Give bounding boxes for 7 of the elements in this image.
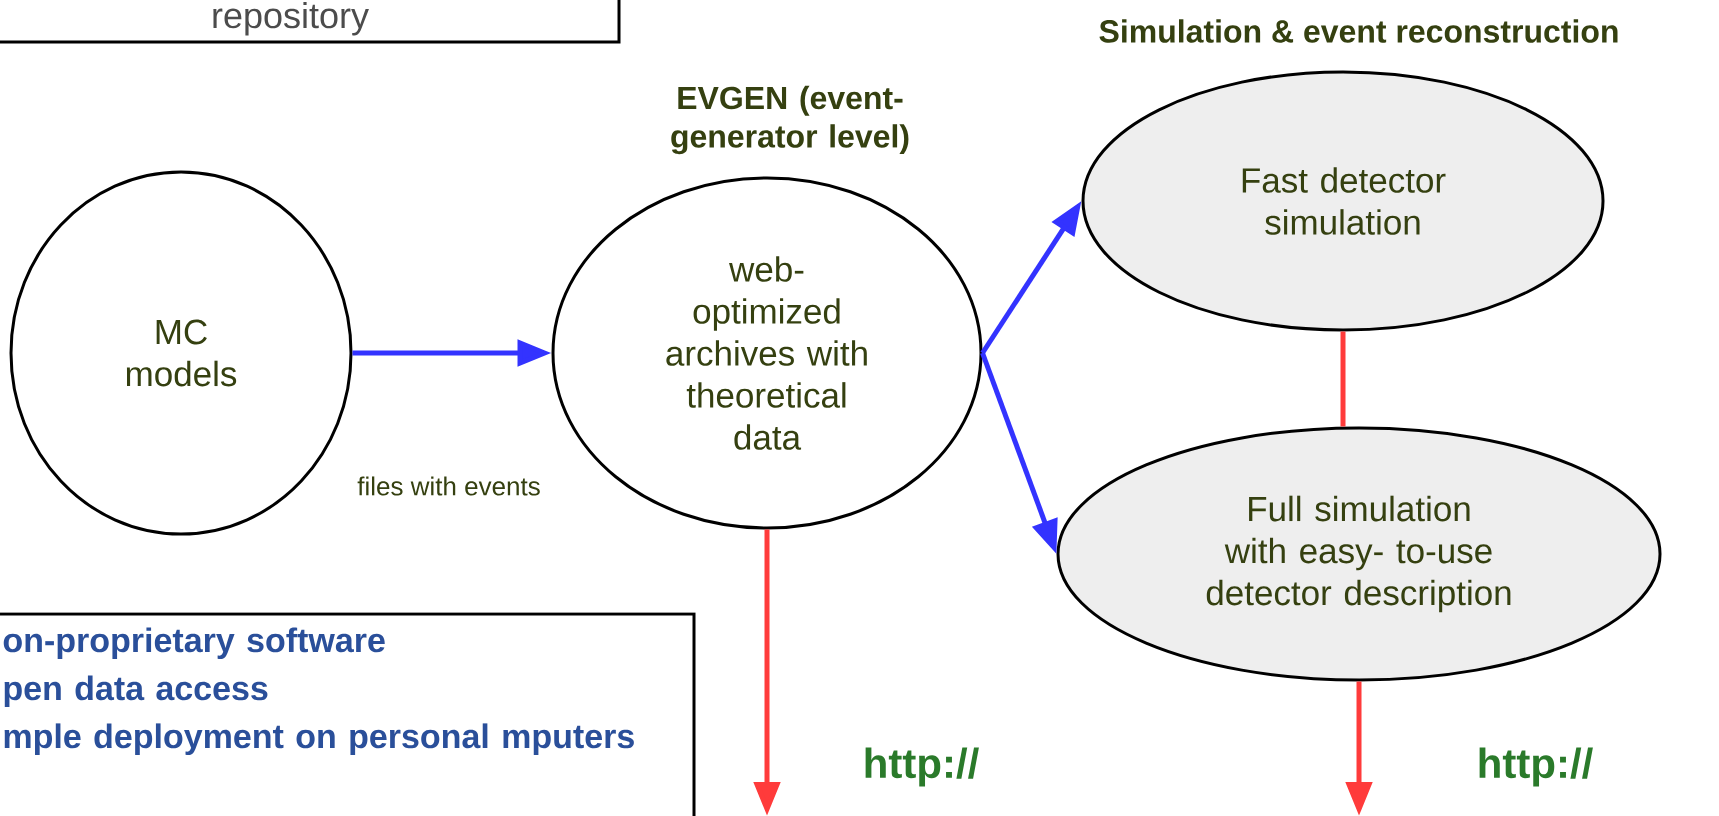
repository-box: repository bbox=[0, 0, 621, 44]
note-text: files with events bbox=[357, 476, 540, 496]
url-text: http:// bbox=[865, 747, 979, 787]
url-text: http:// bbox=[1479, 747, 1593, 787]
heading: Simulation & event reconstruction bbox=[1099, 19, 1618, 43]
feature-box: on-proprietary software pen data access mple deployment on personal mputers bbox=[0, 612, 696, 816]
heading: EVGEN (event-generator level) bbox=[671, 85, 909, 155]
